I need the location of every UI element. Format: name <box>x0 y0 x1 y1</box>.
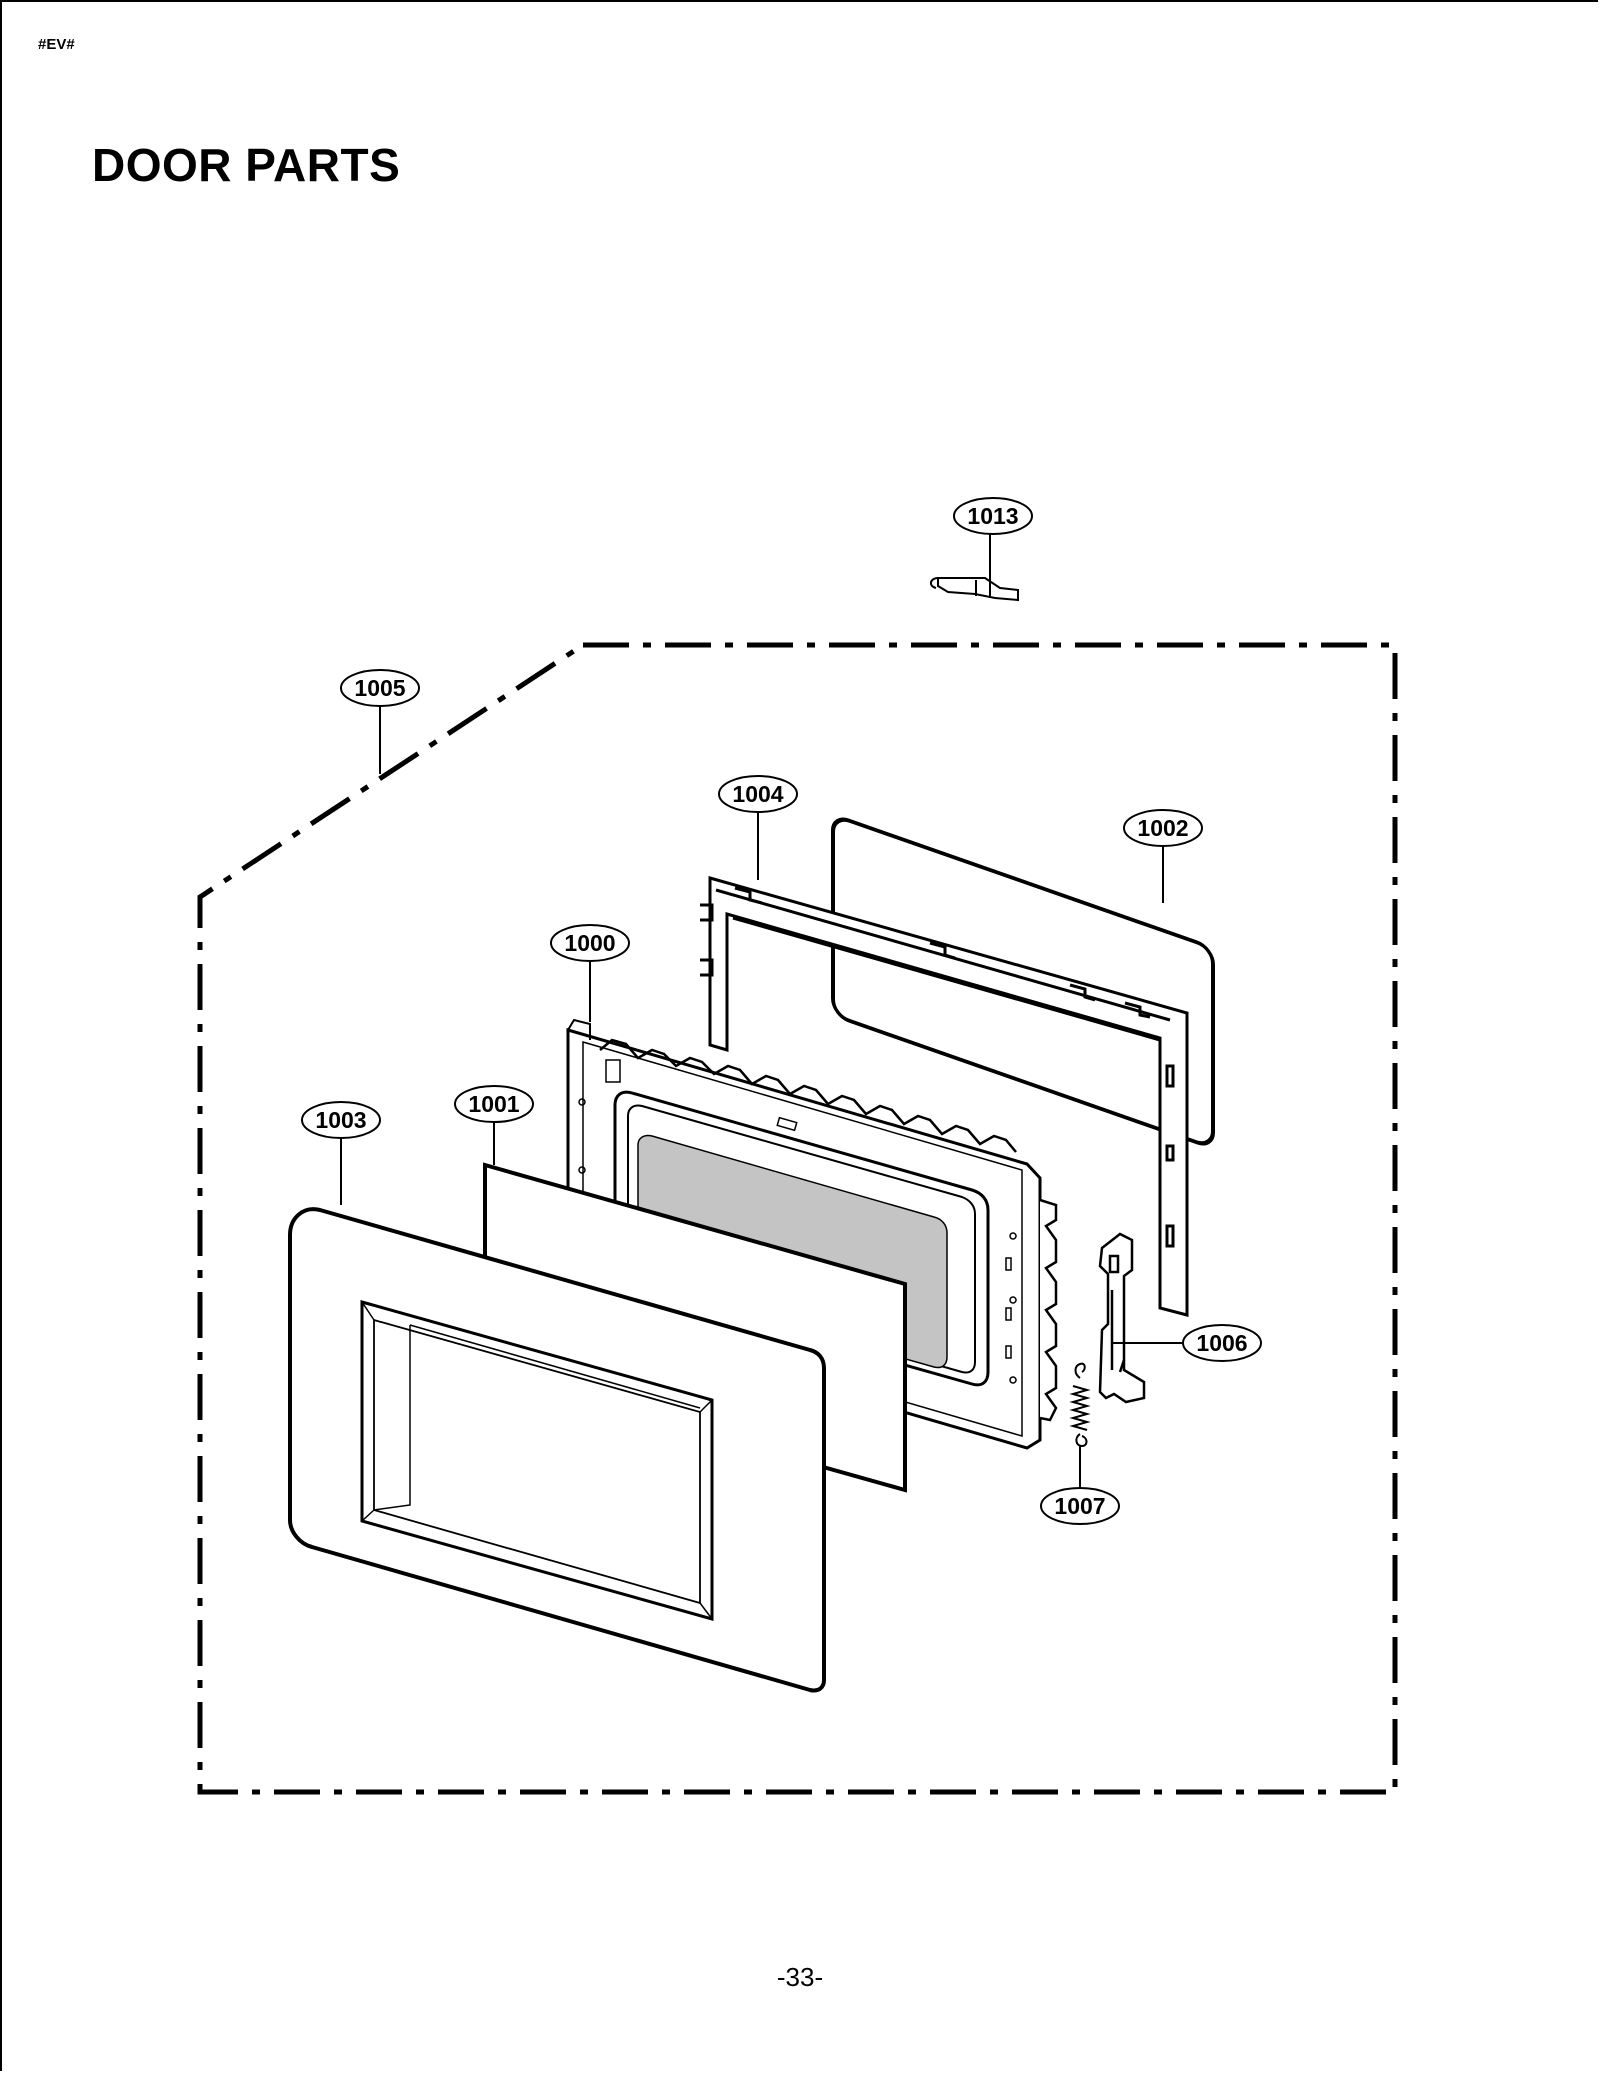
callout-label-1002: 1002 <box>1137 815 1188 841</box>
callout-1003: 1003 <box>301 1101 381 1139</box>
callout-1006: 1006 <box>1182 1324 1262 1362</box>
part-1013-bracket <box>930 568 1019 602</box>
callout-1007: 1007 <box>1040 1487 1120 1525</box>
callout-label-1006: 1006 <box>1196 1330 1247 1356</box>
part-1006-latch-hook <box>1098 1232 1146 1404</box>
callout-1002: 1002 <box>1123 809 1203 847</box>
page-number: -33- <box>776 1962 824 1992</box>
callout-label-1004: 1004 <box>732 781 783 807</box>
part-1004-door-frame <box>700 876 1189 1317</box>
part-1007-spring <box>1069 1362 1091 1448</box>
callout-1004: 1004 <box>718 775 798 813</box>
callout-1013: 1013 <box>953 497 1033 535</box>
document-code: #EV# <box>38 36 75 53</box>
page-title: DOOR PARTS <box>92 139 401 191</box>
callout-label-1013: 1013 <box>967 503 1018 529</box>
part-1003-door-cover <box>288 1207 826 1693</box>
assembly-boundary-1005 <box>197 642 1398 1795</box>
callout-label-1003: 1003 <box>315 1107 366 1133</box>
callout-1000: 1000 <box>550 924 630 962</box>
callout-label-1007: 1007 <box>1054 1493 1105 1519</box>
callout-1001: 1001 <box>454 1085 534 1123</box>
leader-lines <box>340 534 1183 1488</box>
callout-label-1000: 1000 <box>564 930 615 956</box>
callout-label-1005: 1005 <box>354 675 405 701</box>
callout-1005: 1005 <box>340 669 420 707</box>
callout-label-1001: 1001 <box>468 1091 519 1117</box>
